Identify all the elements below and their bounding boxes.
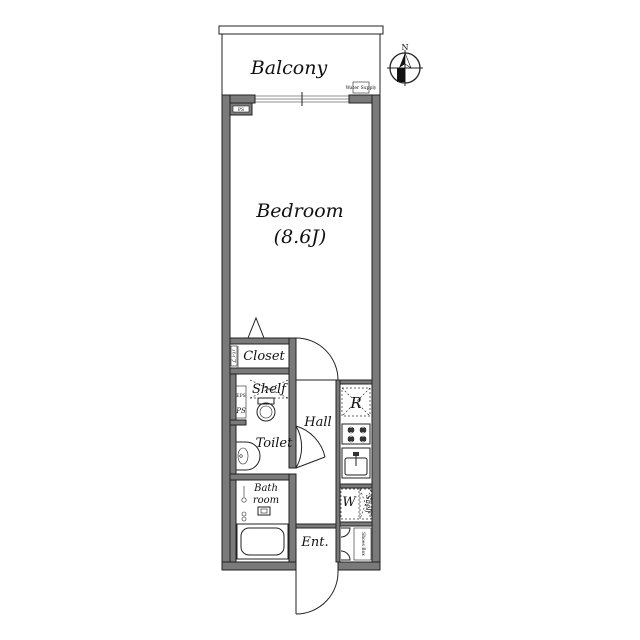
shoes-box: Shoes Box xyxy=(340,527,372,561)
stove xyxy=(341,423,371,445)
balcony-label: Balcony xyxy=(250,57,328,79)
hall-label: Hall xyxy=(303,415,331,430)
washer-label: W xyxy=(342,495,357,510)
shelf-upper: Shelf xyxy=(249,379,288,399)
entrance-label: Ent. xyxy=(300,535,328,550)
ps-top: PS xyxy=(229,102,253,116)
eps-label: EPS xyxy=(236,393,245,399)
washer: W Shelf xyxy=(340,488,372,520)
interior-walls xyxy=(229,337,373,563)
shelf-upper-label: Shelf xyxy=(252,382,288,397)
outer-walls xyxy=(221,94,381,571)
bathroom: Bath room xyxy=(235,483,289,560)
compass-north-label: N xyxy=(402,43,409,52)
bedroom-size-label: (8.6J) xyxy=(274,226,327,248)
water-supply-label: Water Supply xyxy=(346,85,377,91)
bedroom-label: Bedroom xyxy=(255,200,343,222)
ps-top-label: PS xyxy=(238,107,244,113)
toilet-door xyxy=(295,425,326,469)
toilet-label: Toilet xyxy=(256,436,293,451)
shoes-box-label: Shoes Box xyxy=(360,532,366,556)
ps-mid-label: PS xyxy=(235,407,246,415)
north-compass: N xyxy=(387,43,423,86)
balcony-window xyxy=(255,92,349,106)
kitchen-sink xyxy=(341,447,371,479)
refrigerator-label: R xyxy=(349,394,361,412)
bedroom-door xyxy=(295,337,339,381)
eps-ps: EPS PS xyxy=(235,385,247,419)
bath-label-line2: room xyxy=(253,495,279,506)
shelf-lower-label: Shelf xyxy=(364,495,372,515)
toilet: Toilet xyxy=(236,397,293,471)
closet: パイプ Closet xyxy=(230,316,286,368)
closet-label: Closet xyxy=(243,349,285,364)
refrigerator: R xyxy=(341,387,371,417)
pipe-label: パイプ xyxy=(230,349,236,363)
balcony: Balcony Water Supply xyxy=(218,25,384,95)
bath-label-line1: Bath xyxy=(253,483,278,494)
entrance-door xyxy=(295,569,339,615)
